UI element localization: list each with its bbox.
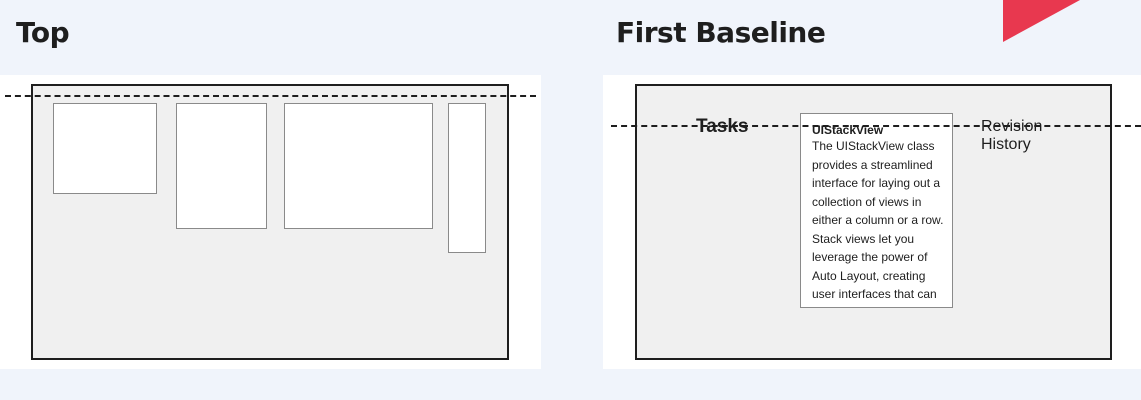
stack-container <box>31 84 509 360</box>
uistackview-text-view: UIStackView The UIStackView class provid… <box>800 113 953 308</box>
arranged-view-1 <box>53 103 157 194</box>
top-alignment-guide <box>5 95 536 97</box>
arranged-view-3 <box>284 103 433 229</box>
tasks-label: Tasks <box>696 116 749 137</box>
top-alignment-panel <box>0 75 541 369</box>
first-baseline-alignment-panel: Tasks UIStackView The UIStackView class … <box>603 75 1141 369</box>
panel-title-first-baseline: First Baseline <box>616 16 826 49</box>
revision-history-label: Revision History <box>981 118 1043 153</box>
first-baseline-guide <box>611 125 1141 127</box>
panel-title-top: Top <box>16 16 70 49</box>
arranged-view-2 <box>176 103 267 229</box>
corner-accent-shape <box>1003 0 1080 42</box>
stack-container: Tasks UIStackView The UIStackView class … <box>635 84 1112 360</box>
arranged-view-4 <box>448 103 486 253</box>
stack-card-body: The UIStackView class provides a streaml… <box>812 139 944 301</box>
